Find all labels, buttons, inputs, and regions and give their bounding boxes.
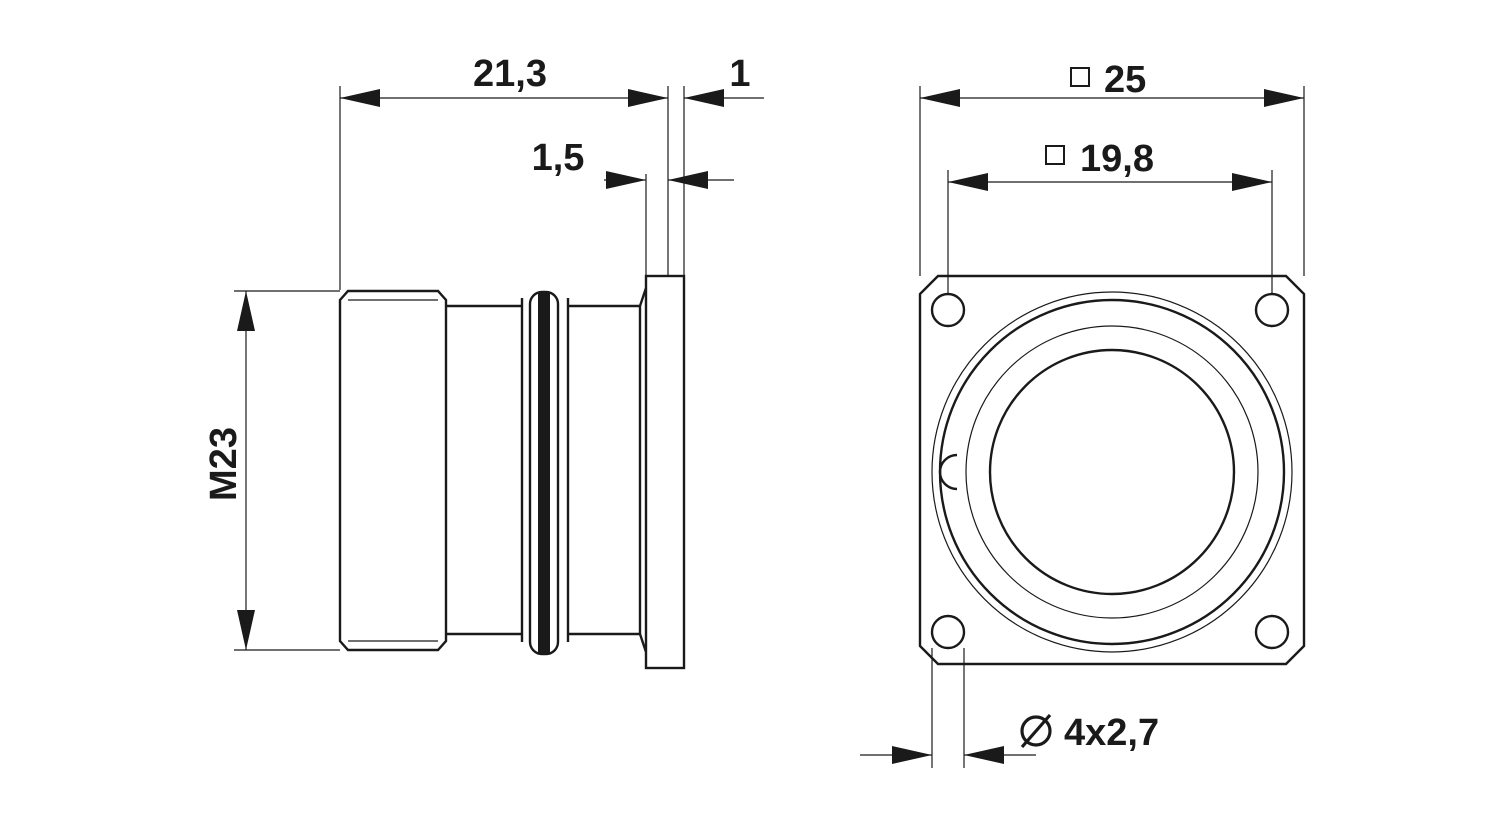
thread-section (338, 289, 448, 652)
dimension-holes-label: 4x2,7 (1064, 712, 1159, 754)
dimension-flange-thickness: 1 (684, 53, 764, 107)
dimension-step: 1,5 (532, 137, 734, 189)
square-flange (918, 274, 1306, 666)
diameter-symbol (1020, 713, 1052, 749)
dimension-flange-label: 1 (729, 53, 750, 95)
receptacle-rings (931, 291, 1293, 653)
dimension-hole-square-label: 19,8 (1080, 138, 1154, 180)
o-ring (528, 290, 560, 656)
dimension-hole-square: 19,8 (948, 138, 1272, 191)
dimension-thread-label: M23 (203, 427, 245, 501)
dimension-outer-square-label: 25 (1104, 59, 1146, 101)
dimension-holes: 4x2,7 (860, 712, 1159, 764)
dimension-thread: M23 (203, 291, 255, 650)
coding-key (938, 453, 958, 491)
square-symbol (1045, 145, 1065, 165)
dimension-outer-square: 25 (920, 59, 1304, 107)
square-symbol (1070, 67, 1090, 87)
dimension-length-label: 21,3 (473, 53, 547, 95)
front-view: 25 19,8 4x2,7 (860, 59, 1306, 768)
flange (644, 274, 686, 670)
dimension-length: 21,3 (340, 53, 668, 107)
dimension-step-label: 1,5 (532, 137, 585, 179)
side-view: 21,3 1 1,5 M23 (203, 53, 764, 670)
